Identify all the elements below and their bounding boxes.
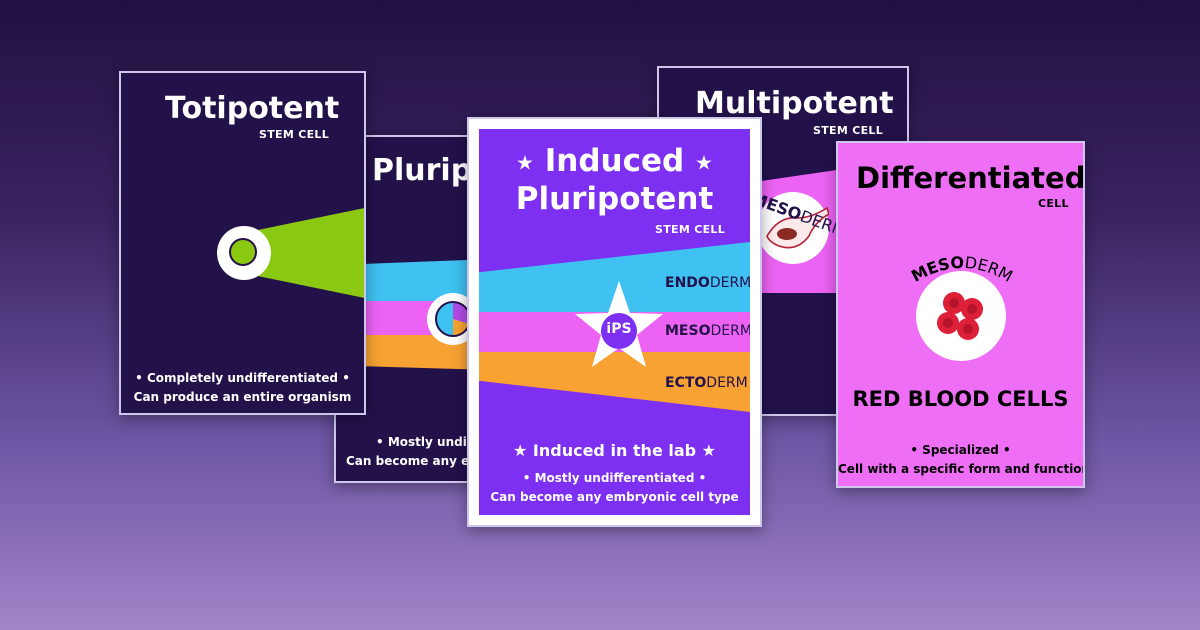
- totipotent-title: Totipotent: [165, 91, 340, 126]
- label-rest: DERM: [709, 275, 750, 291]
- differentiated-description: • Specialized • Cell with a specific for…: [838, 441, 1083, 479]
- star-icon: ★: [516, 150, 534, 175]
- description-line-1: • Specialized •: [910, 443, 1011, 457]
- induced-subtitle: STEM CELL: [655, 223, 726, 236]
- star-icon: ★: [701, 441, 717, 460]
- ips-badge-label: iPS: [606, 321, 632, 337]
- totipotent-cell-icon: [217, 226, 271, 280]
- label-bold: ECTO: [665, 375, 707, 391]
- description-line-2: Can become any embryonic cell type: [490, 490, 739, 504]
- ips-star-icon: [575, 281, 663, 367]
- mesoderm-label: MESODERM: [665, 323, 750, 339]
- totipotent-description: • Completely undifferentiated • Can prod…: [121, 369, 364, 407]
- differentiated-card: Differentiated CELL MESODERM RED BLOOD C…: [836, 141, 1085, 488]
- description-line-1: • Mostly undifferentiated •: [522, 471, 707, 485]
- ectoderm-label: ECTODERM: [665, 375, 748, 391]
- multipotent-subtitle: STEM CELL: [813, 124, 884, 137]
- induced-title-line-1: ★ Induced ★: [479, 143, 750, 179]
- label-rest: DERM: [706, 375, 748, 391]
- mesoderm-cell-icon: [757, 192, 830, 264]
- induced-lab-label: ★ Induced in the lab ★: [479, 441, 750, 460]
- totipotent-card: Totipotent STEM CELL • Completely undiff…: [119, 71, 366, 415]
- star-icon: ★: [512, 441, 528, 460]
- induced-description: • Mostly undifferentiated • Can become a…: [479, 469, 750, 507]
- multipotent-title: Multipotent: [695, 86, 894, 121]
- red-blood-cells-icon: [916, 271, 1006, 361]
- differentiated-subtitle: CELL: [1038, 197, 1069, 210]
- cell-type-label: RED BLOOD CELLS: [852, 387, 1069, 411]
- title-text: Induced: [544, 143, 685, 179]
- endoderm-label: ENDODERM: [665, 275, 750, 291]
- description-line-1: • Completely undifferentiated •: [135, 371, 350, 385]
- lab-text: Induced in the lab: [532, 441, 697, 460]
- label-rest: DERM: [710, 323, 750, 339]
- induced-title-line-2: Pluripotent: [515, 181, 714, 217]
- differentiated-title: Differentiated: [856, 161, 1085, 195]
- label-bold: MESO: [665, 323, 711, 339]
- label-bold: ENDO: [665, 275, 710, 291]
- description-line-2: Cell with a specific form and function: [838, 462, 1085, 476]
- induced-pluripotent-card: ★ Induced ★ Pluripotent STEM CELL ENDODE…: [467, 117, 762, 527]
- description-line-2: Can produce an entire organism: [133, 390, 352, 404]
- induced-card-inner: ★ Induced ★ Pluripotent STEM CELL ENDODE…: [479, 129, 750, 515]
- star-icon: ★: [695, 150, 713, 175]
- totipotent-subtitle: STEM CELL: [259, 128, 330, 141]
